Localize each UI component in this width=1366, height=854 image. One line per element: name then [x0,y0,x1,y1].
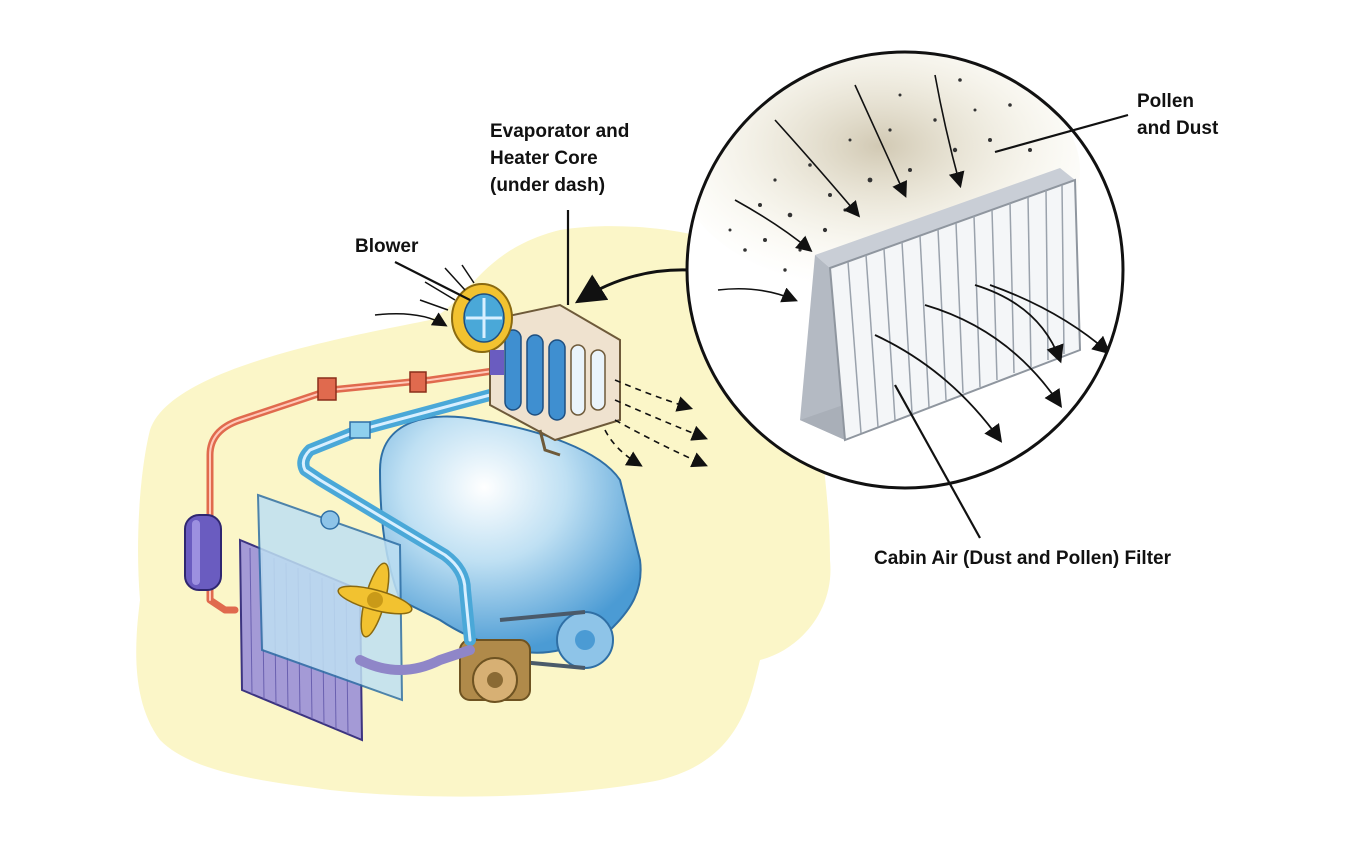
air-out-flow [604,379,708,468]
coolant-hose [355,645,475,675]
cabin-filter-label: Cabin Air (Dust and Pollen) Filter [874,545,1171,572]
pollen-label-line2: and Dust [1137,118,1219,139]
pollen-label-line1: Pollen [1137,91,1195,112]
evaporator-heater-core [489,303,621,457]
magnified-filter-view [685,50,1125,490]
evaporator-label-line1: Evaporator and [490,121,630,142]
air-in-lines [374,264,475,327]
cold-line-fitting [349,421,371,439]
evaporator-label: Evaporator and Heater Core (under dash) [490,118,629,199]
receiver-drier [184,514,222,591]
incoming-air-arrows [717,74,965,303]
radiator [256,493,404,702]
evaporator-label-line2: Heater Core [490,148,598,169]
hot-line-valve-1 [317,377,337,401]
cabin-filter-label-text: Cabin Air (Dust and Pollen) Filter [874,548,1171,569]
pollen-dust-label: Pollen and Dust [1137,88,1218,142]
evaporator-label-line3: (under dash) [490,175,606,196]
filtered-air-arrows [874,284,1111,443]
hot-line-valve-2 [409,371,427,393]
blower [451,283,513,375]
blower-leader [394,261,471,301]
pollen-leader [994,113,1129,154]
blower-label-text: Blower [355,236,419,257]
filter-leader [894,384,981,539]
compressor [459,639,531,703]
cabin-air-filter [800,168,1082,442]
blower-label: Blower [355,233,418,260]
radiator-fan [337,562,413,638]
